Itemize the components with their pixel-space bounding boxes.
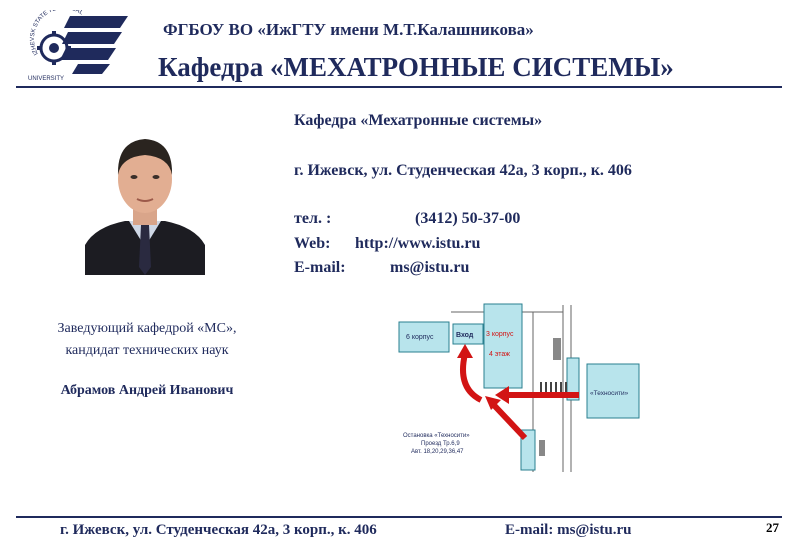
map-label-building6: 6 корпус (406, 334, 434, 341)
building-entrance (452, 323, 484, 345)
contact-email-link[interactable]: ms@istu.ru (390, 259, 470, 276)
university-logo: IZHEVSK STATE TECHNICAL UNIVERSITY (28, 10, 128, 82)
contact-phone: (3412) 50-37-00 (415, 210, 521, 227)
building-technocity (586, 363, 640, 419)
head-title: Заведующий кафедрой «МС», кандидат техни… (30, 318, 264, 362)
location-map: 6 корпус Вход 3 корпус 4 этаж «Техносити… (398, 303, 640, 472)
map-label-entrance: Вход (456, 332, 474, 339)
map-stop-line3: Авт. 18,20,29,36,47 (411, 449, 464, 455)
footer-divider (16, 516, 782, 518)
head-title-line2: кандидат технических наук (65, 343, 229, 358)
contact-email-label: E-mail: (294, 259, 346, 276)
logo-stripes-icon (60, 16, 128, 74)
department-title: Кафедра «МЕХАТРОННЫЕ СИСТЕМЫ» (158, 52, 674, 82)
contact-web-label: Web: (294, 235, 331, 252)
map-label-technocity: «Техносити» (590, 390, 629, 397)
map-route-arrows (457, 344, 579, 441)
map-small-structures (539, 338, 561, 456)
logo-bottom-text: UNIVERSITY (28, 76, 64, 82)
building-3 (483, 303, 523, 389)
building-small-bottom (520, 429, 536, 471)
map-buildings (398, 303, 640, 471)
contact-address: г. Ижевск, ул. Студенческая 42а, 3 корп.… (294, 162, 632, 179)
head-name: Абрамов Андрей Иванович (60, 383, 234, 398)
map-stop-line1: Остановка «Техносити» (403, 433, 470, 439)
building-small-right (566, 357, 580, 401)
footer-email: E-mail: ms@istu.ru (505, 522, 632, 538)
contact-phone-label: тел. : (294, 210, 332, 227)
head-portrait-photo (85, 117, 205, 275)
footer-address: г. Ижевск, ул. Студенческая 42а, 3 корп.… (60, 522, 377, 538)
contact-web-link[interactable]: http://www.istu.ru (355, 235, 481, 252)
university-name: ФГБОУ ВО «ИжГТУ имени М.Т.Калашникова» (163, 20, 534, 39)
head-title-line1: Заведующий кафедрой «МС», (57, 321, 237, 336)
contact-department: Кафедра «Мехатронные системы» (294, 112, 543, 129)
map-stop-line2: Проезд Тр.6,9 (421, 441, 460, 447)
map-label-building3: 3 корпус (486, 331, 514, 338)
header-divider (16, 86, 782, 88)
map-label-floor: 4 этаж (489, 351, 510, 358)
page-number: 27 (766, 520, 779, 535)
building-6 (398, 321, 450, 353)
